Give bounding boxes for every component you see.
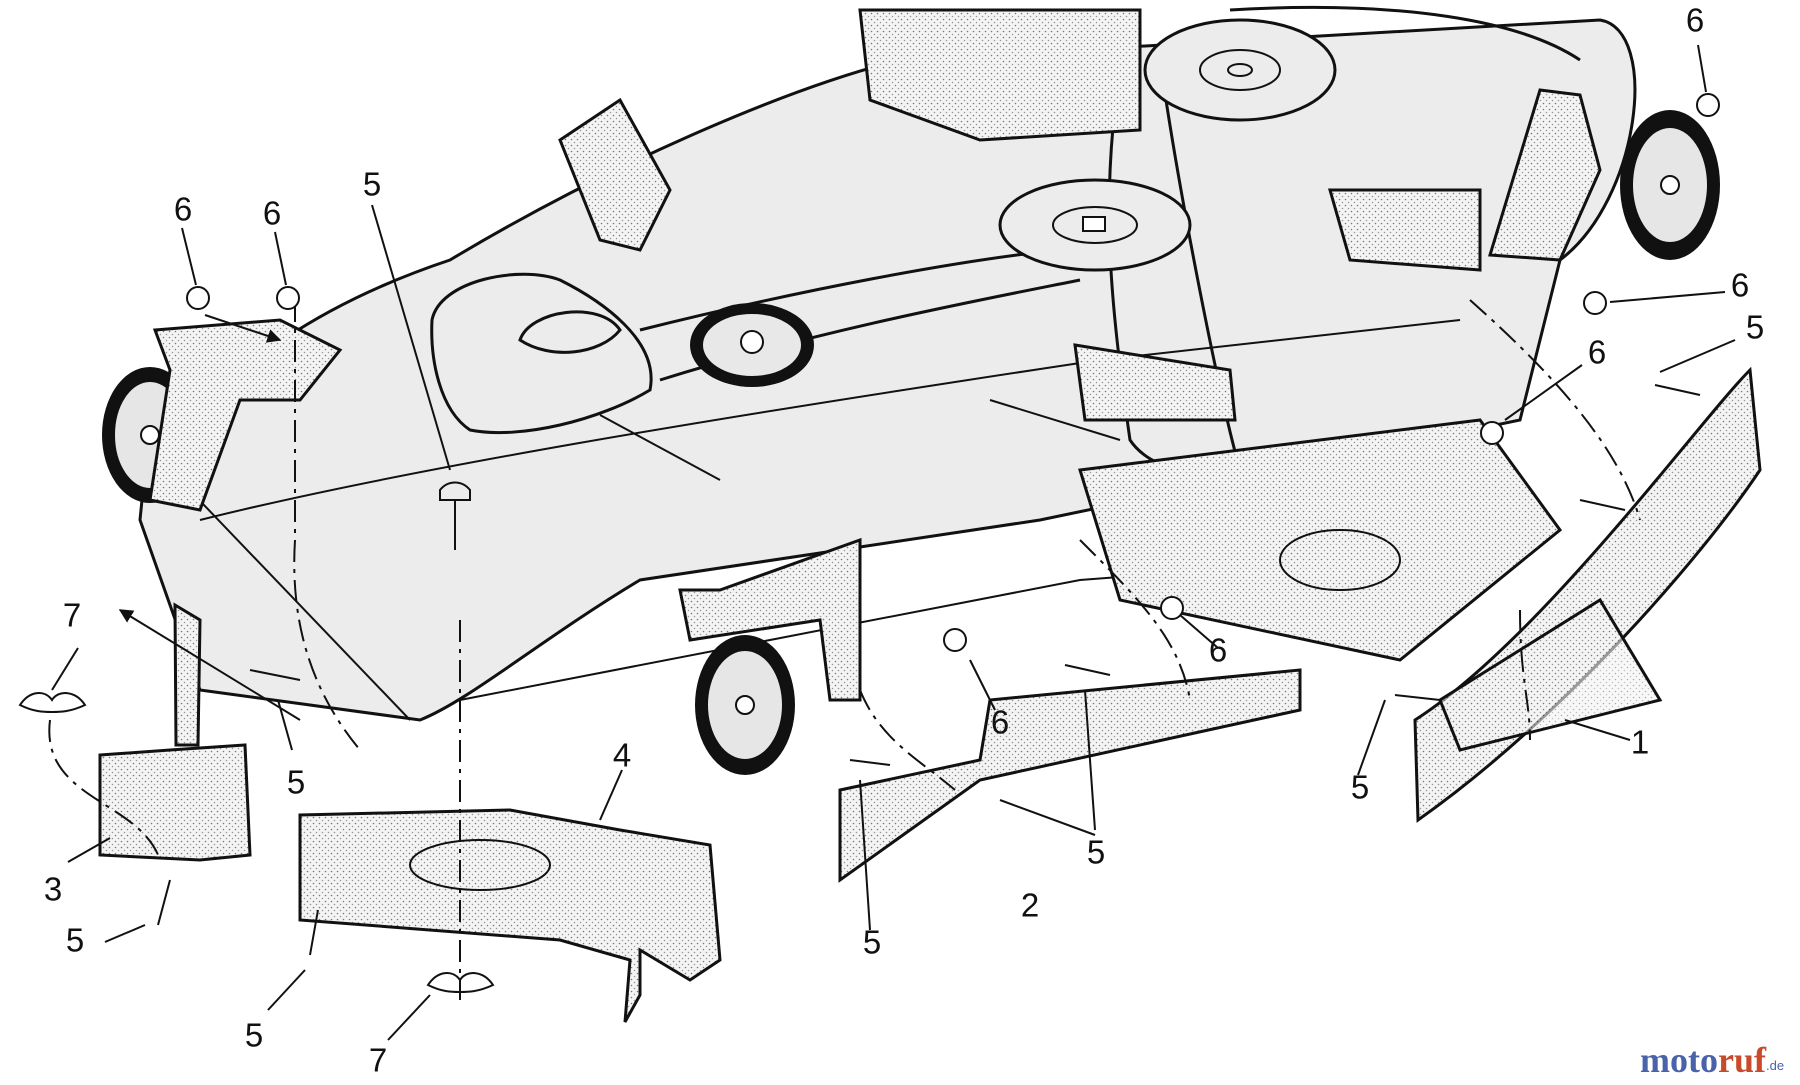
callout-5: 5: [245, 1017, 263, 1054]
hex-nut-icons: [186, 93, 1720, 652]
assembly-arrows: [118, 314, 301, 721]
callout-4: 4: [613, 737, 631, 774]
idler-pulley: [690, 303, 814, 387]
callout-5: 5: [363, 166, 381, 203]
mower-deck: [138, 5, 1637, 722]
callout-3: 3: [44, 871, 62, 908]
callout-6: 6: [263, 195, 281, 232]
wing-nut-icons: [18, 692, 495, 993]
callout-6: 6: [1731, 267, 1749, 304]
belt-guard-cover: [430, 272, 653, 435]
watermark-brand-b: ruf: [1718, 1040, 1767, 1080]
carriage-bolt-icons: [157, 384, 1701, 956]
gauge-wheel-front: [678, 537, 862, 775]
gauge-wheel-right: [1488, 88, 1720, 262]
callout-labels: 6 6 5 6 6 5 6 7 5 4 3 5 5 7 6 6 5 2 5 5 …: [44, 2, 1764, 1079]
callout-7: 7: [63, 597, 81, 634]
callout-5: 5: [287, 764, 305, 801]
lift-bracket: [558, 8, 1482, 422]
deflector-part-4: [298, 808, 722, 1023]
tension-spring: [599, 399, 1121, 481]
callout-5: 5: [1087, 834, 1105, 871]
callout-2: 2: [1021, 887, 1039, 924]
discharge-frame: [1078, 418, 1563, 662]
callout-7: 7: [369, 1042, 387, 1079]
watermark-logo: motoruf.de: [1640, 1040, 1784, 1080]
watermark-suffix: .de: [1766, 1058, 1784, 1073]
callout-5: 5: [1351, 769, 1369, 806]
callout-6: 6: [174, 191, 192, 228]
callout-6: 6: [1209, 632, 1227, 669]
spindle-pulley-large: [1143, 18, 1337, 122]
spindle-pulley-center: [998, 178, 1192, 272]
gauge-wheel-left: [102, 318, 343, 512]
callout-leaders: [51, 44, 1736, 1041]
callout-6: 6: [1686, 2, 1704, 39]
baffle-part-1: [1413, 366, 1762, 823]
callout-6: 6: [1588, 334, 1606, 371]
watermark-brand-a: moto: [1640, 1040, 1718, 1080]
callout-5: 5: [1746, 309, 1764, 346]
callout-6: 6: [991, 704, 1009, 741]
svg-text:motoruf.de: motoruf.de: [1640, 1040, 1784, 1080]
baffle-part-2: [838, 668, 1302, 883]
alignment-lines: [48, 299, 1641, 1000]
callout-5: 5: [863, 924, 881, 961]
deflector-part-3: [98, 602, 252, 862]
callout-1: 1: [1631, 724, 1649, 761]
callout-5: 5: [66, 922, 84, 959]
